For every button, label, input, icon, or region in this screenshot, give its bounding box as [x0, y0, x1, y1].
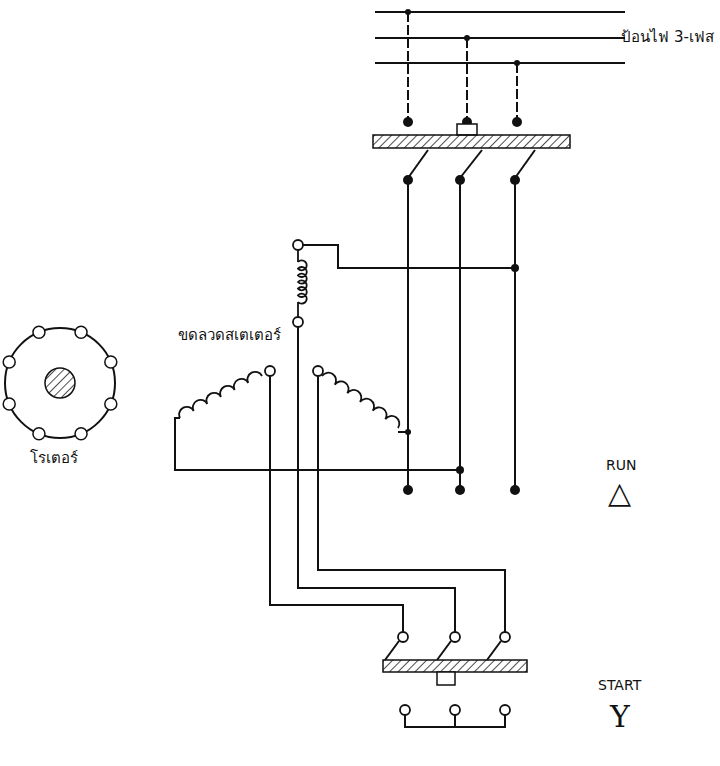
- run-contacts: [403, 485, 413, 495]
- rotor-symbol: [3, 326, 117, 440]
- rotor-bar: [105, 398, 117, 410]
- start-switch: [500, 632, 510, 642]
- stator-coil: [322, 373, 399, 428]
- main-switch: [515, 150, 535, 178]
- run-wires: [175, 180, 515, 490]
- start-wires: [298, 327, 455, 632]
- main-switch: [373, 135, 570, 148]
- supply-lines: [375, 12, 625, 122]
- star-symbol: Y: [610, 700, 630, 733]
- run-contacts: [403, 264, 520, 495]
- start-switch: [437, 641, 451, 660]
- stator-coil: [297, 302, 299, 317]
- part-name: โรเตอร์: [30, 450, 78, 467]
- supply-lines: [375, 62, 625, 64]
- stator-terminal: [293, 317, 303, 327]
- run-contacts: [405, 429, 411, 435]
- main-switch: [403, 175, 520, 185]
- rotor-bar: [105, 356, 117, 368]
- stator-terminal: [265, 240, 323, 376]
- stator-terminal: [293, 240, 303, 250]
- supply-lines: [466, 38, 468, 122]
- stator-terminal: [313, 366, 323, 376]
- stator-coil: [297, 250, 299, 262]
- run-contacts: [511, 264, 519, 272]
- start-switch: [437, 672, 455, 685]
- start-switch: [383, 660, 527, 672]
- supply-lines: [375, 37, 625, 39]
- supply-lines: [375, 11, 625, 13]
- main-switch: [408, 150, 535, 178]
- mode-label: RUN: [606, 458, 636, 473]
- start-switch: [400, 705, 510, 715]
- run-contacts: [510, 485, 520, 495]
- start-wires: [318, 376, 505, 632]
- stator-coil: [298, 260, 307, 303]
- start-switch: [385, 641, 399, 660]
- start-switch: [398, 632, 510, 642]
- supply-taps: [403, 117, 413, 127]
- run-wires: [302, 245, 515, 268]
- main-switch: [408, 150, 428, 178]
- rotor-bar: [75, 326, 87, 338]
- supply-lines: [407, 12, 409, 122]
- rotor-bar: [3, 398, 15, 410]
- supply-taps: [403, 9, 522, 127]
- start-switch: [405, 715, 505, 727]
- start-switch: [450, 705, 460, 715]
- stator-terminal: [265, 366, 275, 376]
- rotor-bar: [33, 326, 45, 338]
- run-wires: [459, 180, 461, 490]
- start-switch: [450, 632, 460, 642]
- start-wires: [270, 376, 403, 632]
- supply-taps: [514, 60, 520, 66]
- start-switch: [383, 632, 527, 727]
- mode-label: START: [598, 678, 641, 693]
- run-wires: [407, 180, 409, 490]
- supply-taps: [512, 117, 522, 127]
- main-switch: [460, 150, 482, 178]
- rotor-bar: [33, 428, 45, 440]
- start-wires: [270, 327, 505, 632]
- supply-label: ป้อนไฟ 3-เฟส: [621, 29, 714, 46]
- main-switch: [457, 124, 477, 135]
- start-switch: [398, 632, 408, 642]
- run-wires: [514, 180, 516, 490]
- start-switch: [405, 715, 505, 727]
- start-switch: [500, 705, 510, 715]
- delta-symbol: △: [608, 476, 631, 509]
- supply-lines: [516, 63, 518, 122]
- rotor-symbol: [5, 328, 115, 438]
- rotor-symbol: [45, 368, 75, 398]
- run-contacts: [456, 466, 464, 474]
- supply-taps: [464, 35, 470, 41]
- part-name: ขดลวดสเตเตอร์: [178, 327, 281, 344]
- stator-coil: [179, 372, 262, 418]
- rotor-bar: [3, 356, 15, 368]
- supply-taps: [405, 9, 411, 15]
- run-contacts: [455, 485, 465, 495]
- start-switch: [400, 705, 410, 715]
- start-switch: [454, 715, 456, 727]
- start-switch: [385, 641, 501, 660]
- main-switch: [373, 124, 570, 185]
- start-switch: [487, 641, 501, 660]
- rotor-bar: [75, 428, 87, 440]
